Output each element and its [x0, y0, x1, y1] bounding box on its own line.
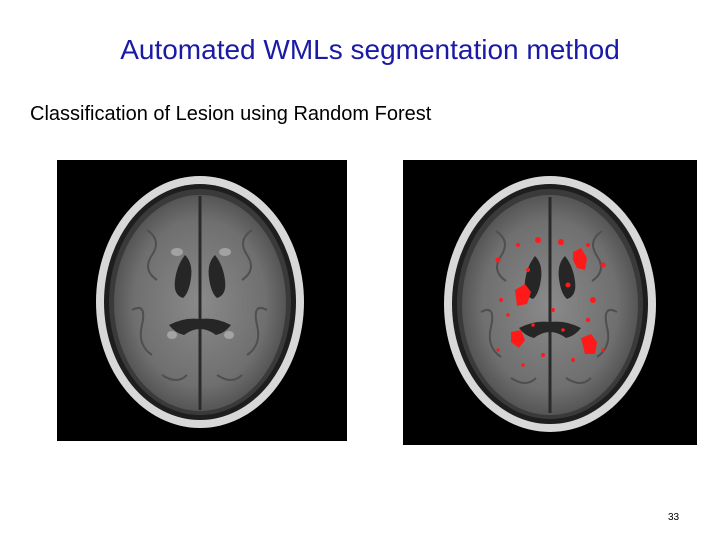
slide-title: Automated WMLs segmentation method — [120, 34, 620, 65]
lesion-overlay — [495, 237, 606, 367]
mri-segmented-image — [403, 160, 697, 445]
page-number: 33 — [668, 512, 680, 523]
slide-subtitle: Classification of Lesion using Random Fo… — [30, 103, 432, 125]
mri-original-image — [57, 160, 347, 441]
